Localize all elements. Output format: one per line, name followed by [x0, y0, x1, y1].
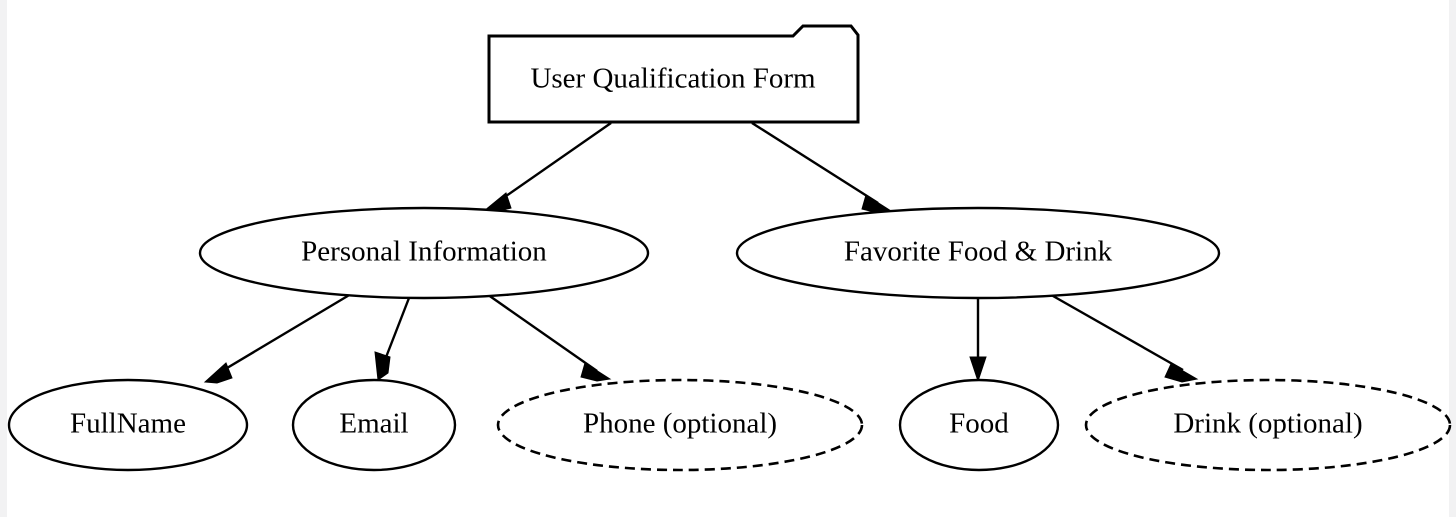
node-label: Email	[339, 408, 408, 440]
node-fullname[interactable]: FullName	[7, 378, 249, 472]
node-food[interactable]: Food	[898, 378, 1060, 472]
arrowhead-icon	[580, 362, 612, 382]
node-favorite-food-and-drink[interactable]: Favorite Food & Drink	[735, 206, 1221, 300]
edge-line	[1045, 290, 1184, 372]
arrowhead-icon	[1164, 363, 1199, 383]
node-layer: User Qualification Form Personal Informa…	[7, 24, 1452, 472]
edge-personal-to-fullname	[203, 292, 352, 384]
node-email[interactable]: Email	[291, 378, 457, 472]
node-label: FullName	[70, 408, 186, 440]
ellipse-shape	[898, 378, 1060, 472]
ellipse-shape	[7, 378, 249, 472]
ellipse-shape	[291, 378, 457, 472]
edge-line	[751, 121, 879, 205]
node-label: Food	[949, 408, 1009, 440]
arrowhead-icon	[969, 356, 987, 383]
ellipse-shape	[735, 206, 1221, 300]
arrowhead-icon	[203, 362, 233, 384]
node-drink-optional[interactable]: Drink (optional)	[1084, 378, 1452, 472]
node-phone-optional[interactable]: Phone (optional)	[496, 378, 864, 472]
edge-personal-to-phone	[483, 291, 612, 382]
edge-favorite-to-drink	[1045, 290, 1199, 383]
node-user-qualification-form[interactable]: User Qualification Form	[487, 24, 860, 124]
edge-line	[495, 122, 612, 204]
node-label: Favorite Food & Drink	[844, 236, 1113, 268]
edge-personal-to-email	[374, 297, 411, 381]
arrowhead-icon	[374, 351, 391, 381]
folder-shape	[487, 24, 860, 124]
edge-root-to-personal	[482, 122, 612, 213]
edge-root-to-favorite	[751, 121, 893, 214]
node-label: Phone (optional)	[583, 408, 777, 440]
edge-favorite-to-food	[969, 294, 987, 383]
edge-line	[483, 291, 598, 372]
node-label: User Qualification Form	[530, 63, 816, 95]
edge-layer	[203, 121, 1199, 384]
page-gutter-right	[1449, 0, 1456, 517]
ellipse-shape-dashed	[1084, 378, 1452, 472]
node-label: Drink (optional)	[1173, 408, 1362, 440]
page-gutter-left	[0, 0, 7, 517]
edge-line	[216, 292, 352, 376]
ellipse-shape-dashed	[496, 378, 864, 472]
node-personal-information[interactable]: Personal Information	[198, 206, 650, 300]
node-label: Personal Information	[301, 236, 547, 268]
ellipse-shape	[198, 206, 650, 300]
edge-line	[381, 297, 411, 366]
